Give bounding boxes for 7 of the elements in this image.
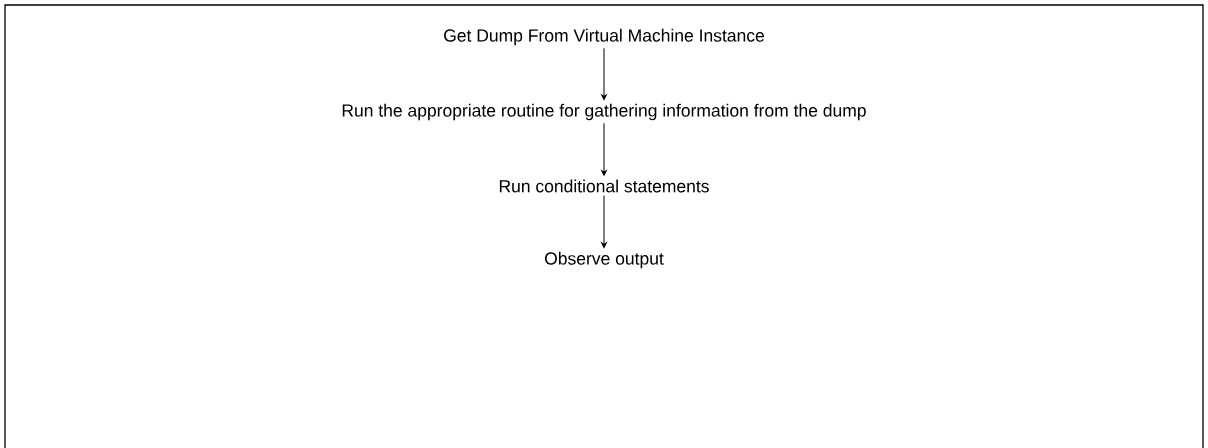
arrow [601,47,607,100]
flow-step-text: Run conditional statements [499,179,709,193]
arrow [601,195,607,248]
flow-step-text: Get Dump From Virtual Machine Instance [444,28,764,46]
arrow [601,122,607,176]
flow-step-text: Run the appropriate routine for gathering information from the dump [342,103,866,121]
flow-step-text: Observe output [545,251,664,269]
